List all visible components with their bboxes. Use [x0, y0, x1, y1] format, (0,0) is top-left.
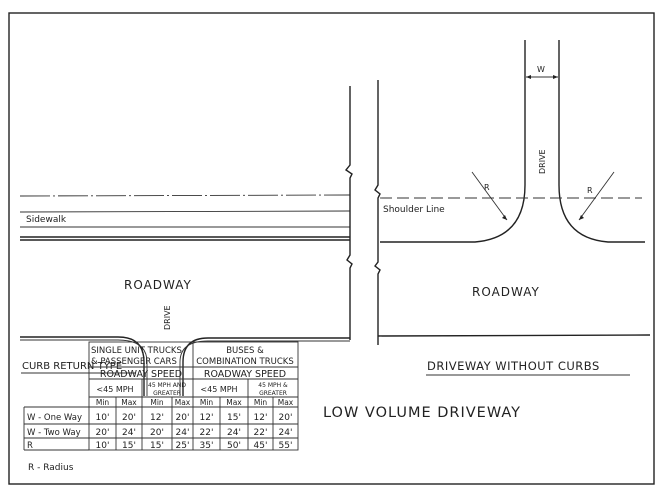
table-cell: 24' — [279, 428, 293, 438]
min-max-header: Max — [121, 398, 137, 407]
radius-arrow-left — [471, 171, 508, 221]
speed-header: GREATER — [259, 390, 287, 397]
table-cell: 15' — [227, 413, 241, 423]
curb-return-right — [182, 337, 350, 396]
table-cell: 20' — [279, 413, 293, 423]
table-cell: 50' — [227, 441, 241, 451]
roadway-speed-header: ROADWAY SPEED — [100, 369, 182, 380]
table-cell: 22' — [254, 428, 268, 438]
roadway-speed-header: ROADWAY SPEED — [204, 369, 286, 380]
speed-header: <45 MPH — [96, 385, 133, 394]
radius-arrow-right — [578, 171, 615, 221]
table-cell: 24' — [176, 428, 190, 438]
drive-label-left: DRIVE — [163, 305, 172, 330]
radius-legend: R - Radius — [28, 463, 74, 473]
curb-return-left-inner — [20, 339, 148, 396]
min-max-header: Min — [96, 398, 110, 407]
curb-return-left — [20, 336, 145, 396]
table-cell: 12' — [150, 413, 164, 423]
min-max-header: Max — [175, 398, 191, 407]
row-label: W - One Way — [27, 413, 82, 423]
roadway-edge — [377, 334, 651, 337]
table-cell: 15' — [122, 441, 136, 451]
break-line-left — [344, 86, 353, 340]
curb-return-right-inner — [179, 340, 350, 396]
table-cell: 24' — [122, 428, 136, 438]
drive-left-edge — [380, 40, 526, 243]
roadway-label-left: ROADWAY — [124, 278, 192, 292]
table-cell: 10' — [96, 441, 110, 451]
table-cell: 55' — [279, 441, 293, 451]
table-cell: 15' — [150, 441, 164, 451]
table-cell: 12' — [200, 413, 214, 423]
min-max-header: Max — [278, 398, 294, 407]
table-cell: 12' — [254, 413, 268, 423]
speed-header: <45 MPH — [200, 385, 237, 394]
sidewalk-label: Sidewalk — [26, 215, 67, 225]
driveway-without-curbs-title: DRIVEWAY WITHOUT CURBS — [427, 359, 600, 373]
radius-label-right: R — [587, 186, 593, 195]
table-cell: 24' — [227, 428, 241, 438]
low-volume-driveway-title: LOW VOLUME DRIVEWAY — [323, 405, 521, 421]
table-cell: 20' — [150, 428, 164, 438]
min-max-header: Max — [226, 398, 242, 407]
drive-right-edge — [558, 40, 645, 243]
row-label: R — [27, 441, 33, 451]
radius-label-left: R — [484, 183, 490, 192]
min-max-header: Min — [254, 398, 268, 407]
speed-header: 45 MPH & — [258, 382, 288, 389]
shoulder-line-label: Shoulder Line — [383, 205, 445, 215]
group-header: & PASSENGER CARS — [91, 357, 177, 367]
table-cell: 20' — [122, 413, 136, 423]
sidewalk-edge — [19, 210, 351, 213]
table-cell: 25' — [176, 441, 190, 451]
drive-label-right: DRIVE — [538, 149, 547, 174]
roadway-label-right: ROADWAY — [472, 285, 540, 299]
dimension-table: SINGLE UNIT TRUCKS & PASSENGER CARS BUSE… — [23, 341, 299, 451]
row-label: W - Two Way — [27, 428, 81, 438]
speed-header: 45 MPH AND — [148, 382, 186, 389]
width-label: W — [537, 65, 545, 74]
min-max-header: Min — [200, 398, 214, 407]
table-cell: 45' — [254, 441, 268, 451]
break-line-right — [374, 80, 381, 345]
group-header: COMBINATION TRUCKS — [196, 357, 293, 367]
curb-return-type-title: CURB RETURN TYPE — [22, 361, 122, 372]
speed-header: GREATER — [153, 390, 181, 397]
table-cell: 20' — [96, 428, 110, 438]
table-cell: 35' — [200, 441, 214, 451]
curb-return-plan: Sidewalk ROADWAY DRIVE CURB RETURN TYPE — [19, 86, 353, 396]
group-header: SINGLE UNIT TRUCKS — [91, 346, 182, 356]
sidewalk-dash-line — [19, 194, 351, 197]
driveway-without-curbs-plan: W R R DRIVE Shoulder Line ROADWAY DRIVEW… — [374, 40, 651, 376]
min-max-header: Min — [150, 398, 164, 407]
table-cell: 10' — [96, 413, 110, 423]
drawing-border — [8, 12, 655, 485]
table-cell: 20' — [176, 413, 190, 423]
group-header: BUSES & — [226, 346, 264, 356]
table-cell: 22' — [200, 428, 214, 438]
